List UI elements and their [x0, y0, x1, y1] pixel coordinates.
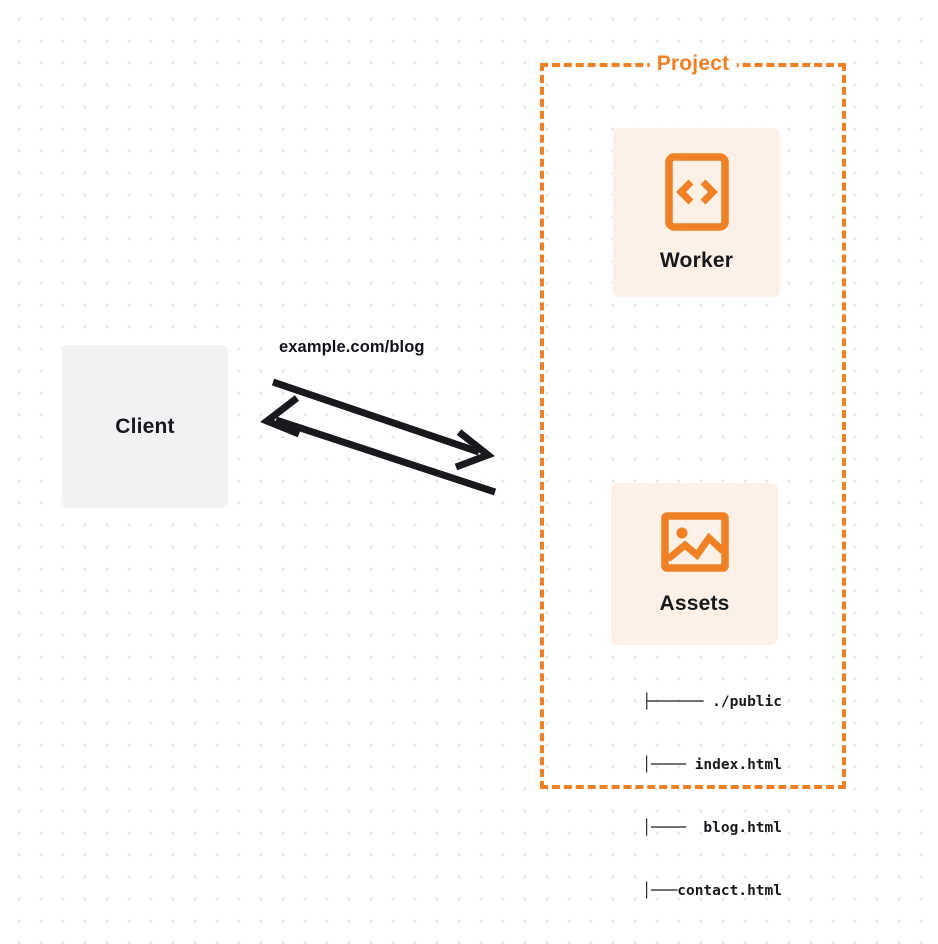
assets-node[interactable]: Assets: [611, 483, 778, 645]
client-node[interactable]: Client: [62, 345, 228, 508]
assets-file-tree: ├────── ./public │──── index.html │──── …: [560, 650, 782, 944]
request-arrow: [271, 378, 496, 471]
code-document-icon: [664, 152, 729, 231]
file-tree-line: │───contact.html: [607, 883, 782, 899]
assets-node-label: Assets: [659, 592, 730, 615]
connector-url-label: example.com/blog: [279, 338, 425, 356]
file-tree-line: │──── blog.html: [607, 820, 782, 836]
image-icon: [660, 512, 729, 572]
worker-node-label: Worker: [659, 248, 734, 272]
response-arrow: [260, 395, 497, 496]
file-tree-line: │──── index.html: [607, 757, 782, 773]
client-node-label: Client: [115, 414, 175, 438]
project-container: Project: [540, 52, 846, 789]
project-title: Project: [649, 52, 737, 76]
diagram-canvas: Client example.com/blog Project Worker: [62, 52, 846, 899]
file-tree-line: ├────── ./public: [642, 694, 782, 710]
worker-node[interactable]: Worker: [613, 128, 780, 297]
